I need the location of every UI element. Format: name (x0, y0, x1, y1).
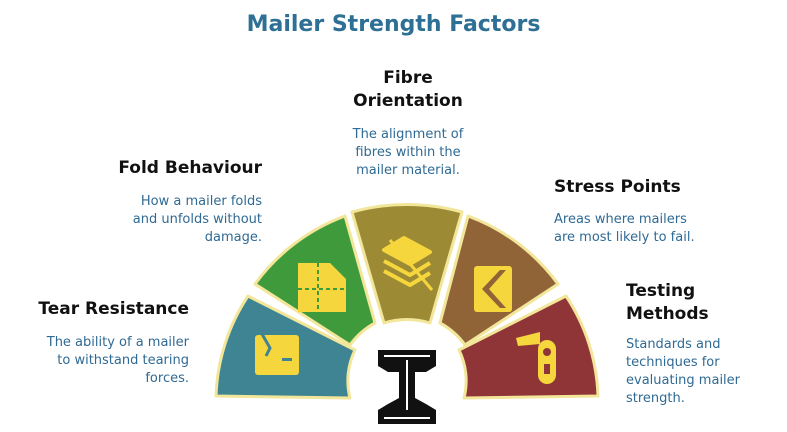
folded-paper-icon (298, 263, 346, 312)
layered-sheets-icon (382, 236, 434, 291)
segment-fold-behaviour (253, 214, 377, 347)
segment-tear-resistance (214, 294, 357, 400)
segment-stress-points (438, 214, 560, 347)
segment-testing-methods-shape (457, 294, 600, 400)
segment-fibre-orientation (350, 202, 464, 325)
damaged-box-icon (255, 333, 299, 375)
factor-desc-testing-methods: Standards and techniques for evaluating … (626, 337, 741, 406)
factor-title-fold-behaviour: Fold Behaviour (118, 158, 262, 178)
factor-title-testing-methods: Testing Methods (626, 281, 709, 324)
arrow-chevron-icon (474, 266, 512, 312)
factor-desc-fibre-orientation: The alignment of fibres within the maile… (352, 127, 464, 178)
factor-desc-stress-points: Areas where mailers are most likely to f… (554, 212, 695, 245)
i-beam-icon (378, 350, 436, 424)
factor-title-tear-resistance: Tear Resistance (38, 299, 189, 319)
segment-testing-methods (457, 294, 600, 400)
page-title: Mailer Strength Factors (246, 12, 541, 37)
tester-device-icon (516, 332, 556, 384)
factor-title-stress-points: Stress Points (554, 177, 681, 197)
factor-desc-tear-resistance: The ability of a mailer to withstand tea… (46, 335, 189, 386)
factor-desc-fold-behaviour: How a mailer folds and unfolds without d… (132, 194, 262, 245)
factor-title-fibre-orientation: Fibre Orientation (353, 68, 463, 111)
